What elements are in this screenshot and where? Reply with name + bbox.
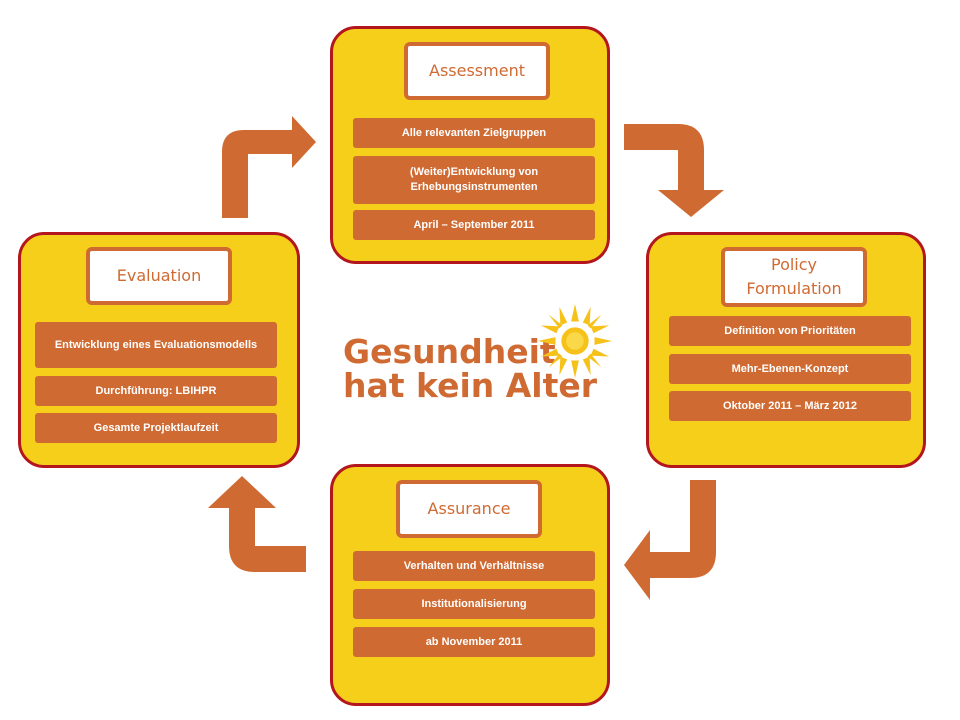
logo-line-1: Gesundheit [343,332,556,371]
arrow-policy-to-assurance [624,480,716,600]
policy-item-multilevel: Mehr-Ebenen-Konzept [669,354,911,384]
assessment-title: Assessment [404,42,550,100]
evaluation-item-model: Entwicklung eines Evaluationsmodells [35,322,277,368]
policy-item-priorities: Definition von Prioritäten [669,316,911,346]
policy-title: Policy Formulation [721,247,867,307]
assurance-panel: Assurance Verhalten und Verhältnisse Ins… [330,464,610,706]
logo-line-2: hat kein Alter [343,366,598,405]
arrow-evaluation-to-assessment [222,116,316,218]
evaluation-panel: Evaluation Entwicklung eines Evaluations… [18,232,300,468]
evaluation-item-execution: Durchführung: LBIHPR [35,376,277,406]
policy-panel: Policy Formulation Definition von Priori… [646,232,926,468]
assurance-item-behaviour: Verhalten und Verhältnisse [353,551,595,581]
assessment-item-target-groups: Alle relevanten Zielgruppen [353,118,595,148]
assurance-item-institutionalisation: Institutionalisierung [353,589,595,619]
assessment-panel: Assessment Alle relevanten Zielgruppen (… [330,26,610,264]
arrow-assurance-to-evaluation [208,476,306,572]
policy-item-period: Oktober 2011 – März 2012 [669,391,911,421]
assessment-item-period: April – September 2011 [353,210,595,240]
sun-icon [537,303,613,379]
arrow-assessment-to-policy [624,124,724,217]
assessment-item-instruments: (Weiter)Entwicklung von Erhebungsinstrum… [353,156,595,204]
assurance-title: Assurance [396,480,542,538]
assurance-item-period: ab November 2011 [353,627,595,657]
evaluation-item-duration: Gesamte Projektlaufzeit [35,413,277,443]
evaluation-title: Evaluation [86,247,232,305]
